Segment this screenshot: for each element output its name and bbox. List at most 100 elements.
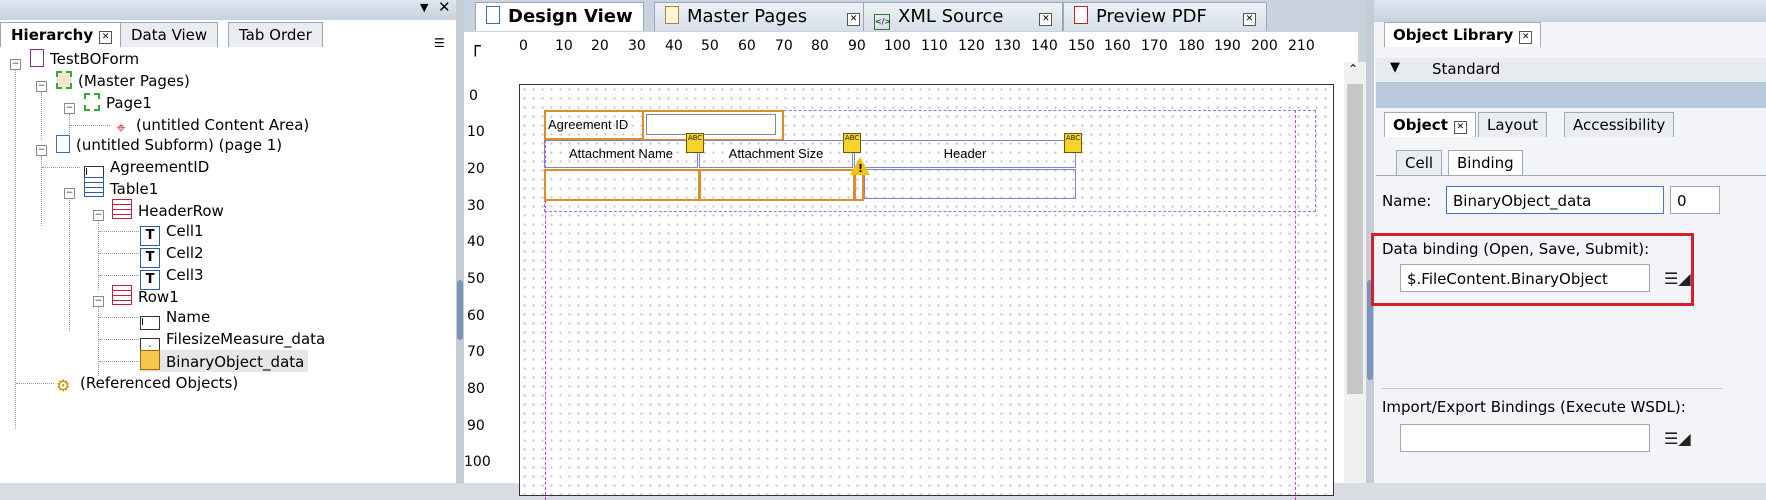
text-field-icon: I [140,316,160,330]
ruler-tick-label: 110 [921,38,948,54]
tree-item-master-pages[interactable]: (Master Pages) [56,70,190,92]
tree-item-content-area[interactable]: ⌖(untitled Content Area) [112,114,309,137]
ruler-tick-label: 180 [1178,38,1205,54]
pdf-icon [1074,6,1088,24]
close-tab-icon[interactable]: ✕ [847,13,861,26]
tab-preview-pdf[interactable]: Preview PDF✕ [1063,2,1267,31]
header-cell-attachment-name[interactable]: Attachment Name [544,140,698,168]
collapse-icon[interactable]: − [36,145,47,156]
page-icon [486,6,500,24]
ruler-tick-label: 130 [994,38,1021,54]
tree-item-filesizemeasure[interactable]: .FilesizeMeasure_data [140,328,325,352]
ruler-corner: ┌ [464,32,488,62]
right-splitter[interactable] [1366,0,1374,483]
binding-menu-icon[interactable]: ☰◢ [1664,269,1691,288]
collapse-icon[interactable]: − [93,296,104,307]
import-export-menu-icon[interactable]: ☰◢ [1664,429,1691,448]
header-cell-attachment-size[interactable]: Attachment Size [699,140,853,168]
scroll-up-icon[interactable]: ⌃ [1348,62,1359,76]
name-field[interactable]: BinaryObject_data [1446,186,1664,214]
ruler-tick-label: 80 [811,38,829,54]
tab-object-library[interactable]: Object Library✕ [1384,22,1542,47]
name-index-field[interactable]: 0 [1670,186,1720,214]
highlight-box [1371,233,1694,306]
agreement-id-field[interactable] [642,110,784,141]
referenced-objects-icon: ⚙ [56,376,71,395]
close-tab-icon[interactable]: ✕ [1039,13,1053,26]
tab-data-view[interactable]: Data View [120,22,219,47]
close-tab-icon[interactable]: ✕ [1453,121,1467,134]
left-splitter[interactable] [456,0,464,483]
page-icon [84,93,100,111]
vertical-ruler: 0 10 20 30 40 50 60 70 80 90 100 [464,62,491,483]
collapse-icon[interactable]: − [93,210,104,221]
collapse-icon[interactable]: − [10,59,21,70]
row-cell-name[interactable] [544,169,700,201]
data-binding-label: Data binding (Open, Save, Submit): [1382,240,1650,258]
close-tab-icon[interactable]: ✕ [1242,13,1256,26]
expand-icon[interactable]: ▼ [1390,60,1400,75]
xml-icon: </> [874,14,891,30]
tree-item-table1[interactable]: Table1 [84,177,158,199]
form-page[interactable]: Agreement ID Attachment Name Attachment … [519,84,1334,500]
table-icon [84,177,104,197]
right-panel-header [1374,0,1766,22]
tree-item-testboform[interactable]: TestBOForm [30,48,139,70]
splitter-bar[interactable] [1376,82,1766,108]
ruler-tick-label: 0 [469,88,478,104]
splitter-handle[interactable] [1367,280,1373,380]
tree-item-row1[interactable]: Row1 [112,285,179,307]
ruler-tick-label: 60 [738,38,756,54]
subtab-cell[interactable]: Cell [1396,150,1443,175]
text-badge-icon: ABC [686,133,704,153]
library-group-header[interactable]: ▼ Standard [1376,58,1766,82]
text-badge-icon: ABC [1064,133,1082,153]
ruler-tick-label: 90 [467,418,485,434]
ruler-tick-label: 30 [628,38,646,54]
subtab-binding[interactable]: Binding [1448,150,1523,175]
tab-hierarchy[interactable]: Hierarchy✕ [0,22,124,47]
vertical-scrollbar[interactable]: ⌃ [1344,62,1366,483]
collapse-icon[interactable]: − [64,188,75,199]
tab-master-pages[interactable]: Master Pages✕ [654,2,872,31]
ruler-tick-label: 50 [467,271,485,287]
tab-xml-source[interactable]: </>XML Source✕ [863,2,1064,31]
data-binding-field[interactable]: $.FileContent.BinaryObject [1400,264,1650,292]
ruler-tick-label: 20 [591,38,609,54]
scrollbar-thumb[interactable] [1347,84,1363,394]
close-icon[interactable]: ✕ [438,0,451,16]
tab-design-view[interactable]: Design View [475,2,644,31]
divider [1376,175,1766,176]
panel-menu-icon[interactable]: ☰ [434,36,445,50]
tree-item-page1[interactable]: Page1 [84,92,152,114]
tab-tab-order[interactable]: Tab Order [228,22,323,47]
tab-object[interactable]: Object✕ [1384,112,1476,137]
row-icon [112,199,132,219]
text-icon: T [140,248,160,268]
header-cell-header[interactable]: Header [854,140,1076,168]
tab-accessibility[interactable]: Accessibility [1564,112,1675,137]
collapse-icon[interactable]: − [64,103,75,114]
tab-layout[interactable]: Layout [1478,112,1547,137]
ruler-tick-label: 170 [1141,38,1168,54]
agreement-id-label[interactable]: Agreement ID [544,110,644,140]
tree-item-headerrow[interactable]: HeaderRow [112,199,224,221]
warning-icon[interactable] [850,157,870,175]
collapse-icon[interactable]: − [36,81,47,92]
close-tab-icon[interactable]: ✕ [99,31,113,44]
ruler-tick-label: 70 [775,38,793,54]
row-cell-filesize[interactable] [699,169,855,201]
content-area-icon: ⌖ [116,118,126,137]
splitter-handle[interactable] [457,280,463,340]
close-tab-icon[interactable]: ✕ [1519,31,1533,44]
dropdown-arrow-icon[interactable]: ▼ [420,1,429,14]
tree-item-binaryobject[interactable]: BinaryObject_data [140,350,309,372]
tree-item-untitled-subform[interactable]: (untitled Subform) (page 1) [56,134,282,156]
tree-item-referenced-objects[interactable]: ⚙(Referenced Objects) [56,374,239,395]
import-export-field[interactable] [1400,424,1650,452]
